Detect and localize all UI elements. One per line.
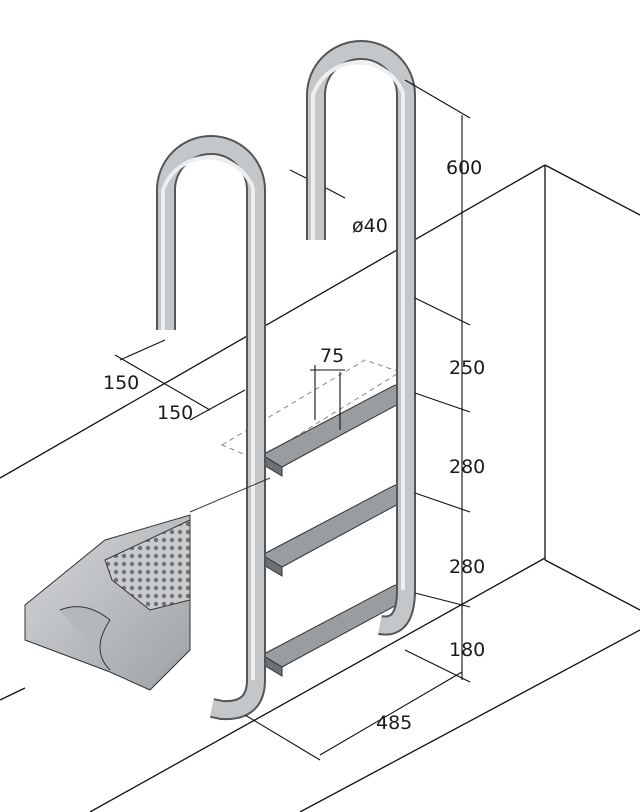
tread-1 [260,384,417,468]
handrail-right [306,40,416,636]
dimension-lines [114,79,471,761]
top-tread-outline [220,359,402,461]
dim-wall-offset-2: 150 [157,402,193,424]
pool-wall-outline [0,164,640,812]
dim-step-spacing-1: 280 [449,456,485,478]
dim-ladder-width: 485 [376,712,412,734]
tread-2 [260,484,417,568]
dim-wall-offset-1: 150 [103,372,139,394]
tread-detail-inset [24,477,271,691]
dim-top-step-offset: 250 [449,357,485,379]
handrail-left [156,135,266,721]
dim-tube-diameter: ø40 [352,215,388,237]
dim-handrail-height: 600 [446,157,482,179]
dim-tread-depth: 75 [320,345,344,367]
dim-step-spacing-2: 280 [449,556,485,578]
dim-bottom-clearance: 180 [449,639,485,661]
